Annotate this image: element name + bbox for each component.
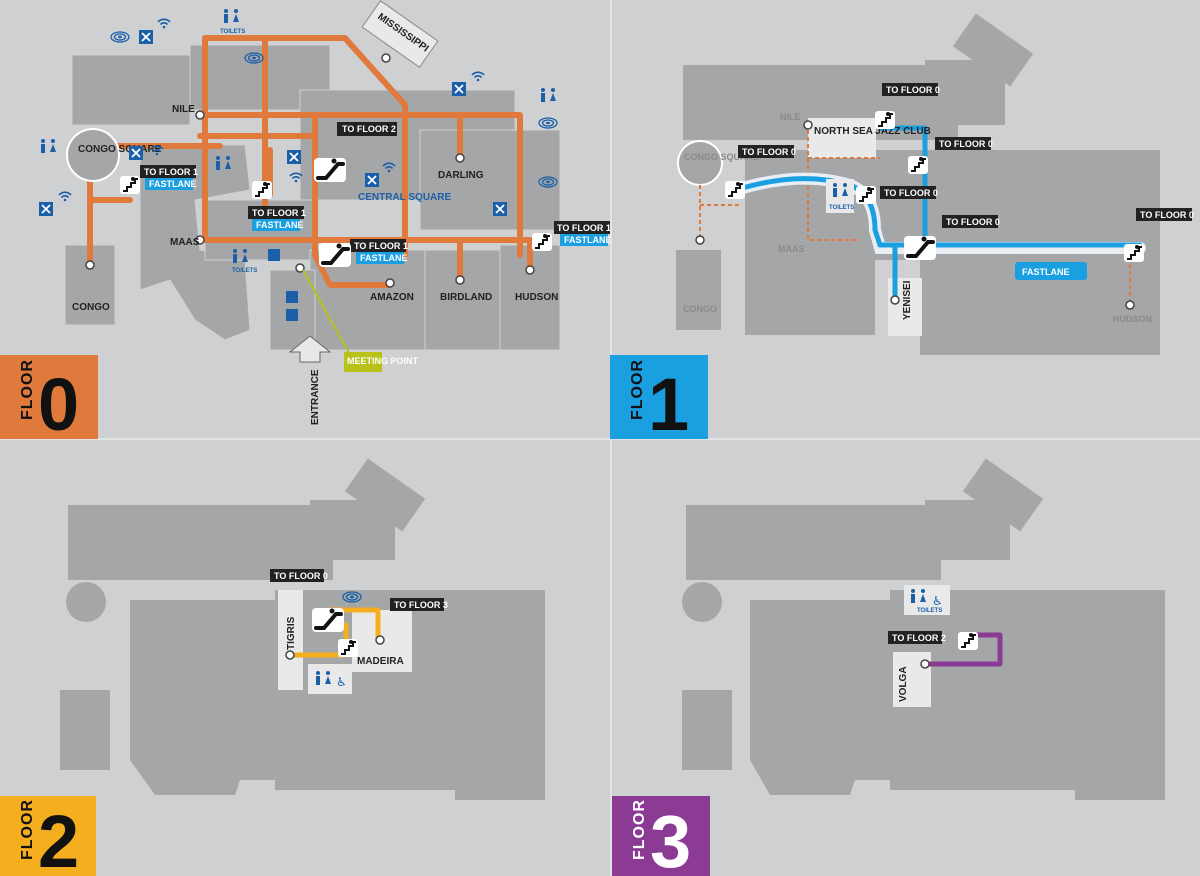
stairs-icon (119, 175, 141, 195)
stair-tag-0-to-floor-2[interactable]: TO FLOOR 2 (312, 122, 397, 184)
first-aid-icon (268, 249, 280, 261)
room-label-madeira: MADEIRA (357, 656, 404, 667)
cutlery-icon (138, 29, 154, 45)
entrance-label: ENTRANCE (310, 369, 321, 425)
floor-0-panel: NILE CONGO SQUARE MAAS CONGO MISSISSIPPI… (0, 0, 612, 446)
stair-tag-2-b[interactable]: TO FLOOR 3 (337, 598, 448, 658)
cutlery-icon (492, 201, 508, 217)
stairs-icon (855, 185, 877, 205)
room-label-central-square: CENTRAL SQUARE (358, 192, 451, 203)
room-label-nile: NILE (172, 104, 195, 115)
stairs-icon (907, 155, 929, 175)
floor-number: 2 (38, 800, 79, 876)
room-label-maas: MAAS (778, 244, 805, 254)
stair-tag-1-a[interactable]: TO FLOOR 0 (724, 145, 796, 200)
room-label-congo: CONGO (72, 302, 110, 313)
stair-tag-2-a[interactable]: TO FLOOR 0 (270, 569, 346, 634)
room-label-birdland: BIRDLAND (440, 292, 492, 303)
room-label-hudson: HUDSON (1113, 314, 1152, 324)
stair-label: TO FLOOR 1 (252, 208, 306, 218)
fastlane-label: FASTLANE (564, 235, 612, 245)
fastlane-label: FASTLANE (360, 253, 408, 263)
stairs-icon (957, 631, 979, 651)
stair-label: TO FLOOR 1 (557, 223, 611, 233)
room-label-congo-square: CONGO SQUARE (684, 152, 759, 162)
stair-tag-0-to-floor-1-d[interactable]: TO FLOOR 1 FASTLANE (531, 221, 612, 252)
room-label-congo-square: CONGO SQUARE (78, 144, 162, 155)
stairs-icon (337, 638, 359, 658)
stair-tag-0-to-floor-1-b[interactable]: TO FLOOR 1 FASTLANE (248, 180, 306, 231)
room-label-tigris: TIGRIS (286, 616, 297, 650)
fastlane-label: FASTLANE (149, 179, 197, 189)
floor-word: FLOOR (629, 359, 646, 420)
room-label-volga: VOLGA (898, 666, 909, 702)
accessible-icon: ♿ (336, 675, 347, 689)
floor-word: FLOOR (19, 799, 36, 860)
stair-tag-1-d[interactable]: TO FLOOR 0 (855, 185, 938, 205)
toilets-label: TOILETS (220, 29, 245, 35)
stairs-icon (874, 110, 896, 130)
stair-label: TO FLOOR 2 (892, 633, 946, 643)
cloakroom-icon (286, 309, 298, 321)
stairs-icon (724, 180, 746, 200)
floor-word: FLOOR (19, 359, 36, 420)
stair-tag-1-c[interactable]: TO FLOOR 0 (907, 137, 993, 175)
cutlery-icon (364, 172, 380, 188)
stair-label: TO FLOOR 0 (884, 188, 938, 198)
stair-tag-1-f[interactable]: TO FLOOR 0 (1123, 208, 1194, 263)
escalator-icon (902, 234, 938, 262)
stair-tag-0-to-floor-1-a[interactable]: TO FLOOR 1 FASTLANE (119, 165, 198, 195)
floor-word: FLOOR (631, 799, 648, 860)
stair-label: TO FLOOR 0 (1140, 210, 1194, 220)
cutlery-icon (128, 145, 144, 161)
floor-1-panel: NILE CONGO SQUARE NORTH SEA JAZZ CLUB MA… (610, 13, 1194, 446)
fastlane-label: FASTLANE (256, 220, 304, 230)
stair-label: TO FLOOR 1 (144, 167, 198, 177)
floor-number: 1 (648, 363, 689, 446)
cutlery-icon (451, 81, 467, 97)
escalator-icon (317, 241, 353, 269)
escalator-icon (310, 606, 346, 634)
stair-label: TO FLOOR 0 (886, 85, 940, 95)
cutlery-icon (286, 149, 302, 165)
room-label-north-sea-jazz-club: NORTH SEA JAZZ CLUB (814, 126, 931, 137)
stair-tag-0-to-floor-1-c[interactable]: TO FLOOR 1 FASTLANE (317, 239, 408, 269)
stair-label: TO FLOOR 0 (274, 571, 328, 581)
room-label-yenisei: YENISEI (902, 280, 913, 320)
floor-number: 3 (650, 800, 691, 876)
toilets-label: TOILETS (917, 608, 942, 614)
stairs-icon (251, 180, 273, 200)
floor-number: 0 (38, 363, 79, 446)
room-label-maas: MAAS (170, 237, 200, 248)
escalator-icon (312, 156, 348, 184)
room-label-congo: CONGO (683, 304, 717, 314)
stair-tag-3-a[interactable]: TO FLOOR 2 (888, 631, 979, 651)
room-label-amazon: AMAZON (370, 292, 414, 303)
room-label-darling: DARLING (438, 170, 484, 181)
floor-3-panel: VOLGA TO FLOOR 2 ♿ TOILETS FLOOR 3 (612, 458, 1165, 876)
stair-label: TO FLOOR 2 (342, 124, 396, 134)
stair-label: TO FLOOR 1 (354, 241, 408, 251)
cutlery-icon (38, 201, 54, 217)
stair-tag-1-e[interactable]: TO FLOOR 0 (902, 215, 1000, 262)
stair-label: TO FLOOR 0 (946, 217, 1000, 227)
meeting-point-label: MEETING POINT (347, 356, 419, 366)
accessible-icon: ♿ (932, 594, 943, 608)
floor-2-panel: TIGRIS MADEIRA TO FLOOR 0 TO FLOOR 3 ♿ F… (0, 458, 545, 876)
toilets-label: TOILETS (829, 205, 854, 211)
fastlane-label: FASTLANE (1022, 267, 1070, 277)
room-label-nile: NILE (780, 112, 801, 122)
stairs-icon (531, 232, 553, 252)
stair-label: TO FLOOR 0 (742, 147, 796, 157)
stair-label: TO FLOOR 0 (939, 139, 993, 149)
stair-label: TO FLOOR 3 (394, 600, 448, 610)
info-icon (286, 291, 298, 303)
room-label-hudson: HUDSON (515, 292, 558, 303)
toilets-label: TOILETS (232, 268, 257, 274)
stair-tag-1-b[interactable]: TO FLOOR 0 (874, 83, 940, 130)
stairs-icon (1123, 243, 1145, 263)
